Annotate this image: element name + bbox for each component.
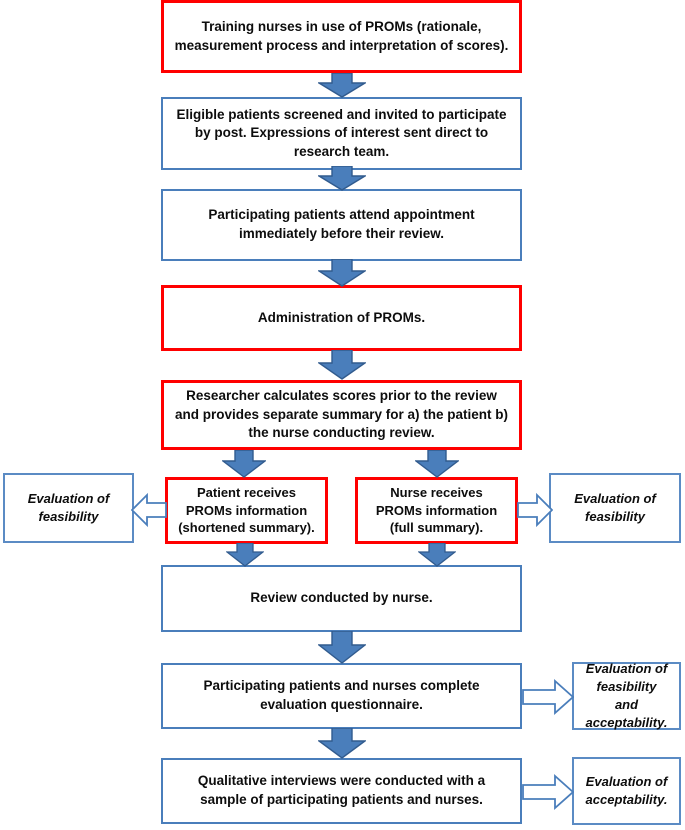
- node-administration-label: Administration of PROMs.: [257, 309, 426, 325]
- connector-hollow-arrow-questionnaire-to-eval: [522, 676, 574, 718]
- connector-arrow-training-to-screening: [318, 73, 366, 98]
- node-interviews-label: Qualitative interviews were conducted wi…: [197, 773, 486, 807]
- node-training[interactable]: Training nurses in use of PROMs (rationa…: [161, 0, 522, 73]
- node-questionnaire-label: Participating patients and nurses comple…: [203, 678, 480, 712]
- eval-acceptability[interactable]: Evaluation of acceptability.: [572, 757, 681, 825]
- eval-acceptability-label: Evaluation of acceptability.: [585, 774, 668, 807]
- node-appointment-label: Participating patients attend appointmen…: [208, 207, 475, 241]
- eval-feasibility-acceptability[interactable]: Evaluation of feasibility and acceptabil…: [572, 661, 681, 730]
- node-screening[interactable]: Eligible patients screened and invited t…: [161, 97, 522, 170]
- connector-hollow-arrow-interviews-to-eval: [522, 771, 574, 813]
- connector-hollow-arrow-patient-to-eval-left: [131, 490, 167, 530]
- node-administration[interactable]: Administration of PROMs.: [161, 285, 522, 351]
- node-review[interactable]: Review conducted by nurse.: [161, 565, 522, 632]
- node-patient-receives-label: Patient receives PROMs information (shor…: [178, 484, 315, 536]
- connector-arrow-appointment-to-administration: [318, 259, 366, 287]
- eval-feasibility-acceptability-label: Evaluation of feasibility and acceptabil…: [585, 661, 668, 730]
- connector-hollow-arrow-nurse-to-eval-right: [517, 490, 553, 530]
- connector-arrow-administration-to-researcher: [318, 350, 366, 380]
- connector-arrow-researcher-to-patient: [222, 450, 266, 478]
- node-interviews[interactable]: Qualitative interviews were conducted wi…: [161, 758, 522, 824]
- connector-arrow-patient-to-review: [226, 543, 264, 567]
- node-researcher-scores-label: Researcher calculates scores prior to th…: [174, 388, 509, 441]
- connector-arrow-screening-to-appointment: [318, 166, 366, 191]
- eval-feasibility-left[interactable]: Evaluation of feasibility: [3, 473, 134, 543]
- node-screening-label: Eligible patients screened and invited t…: [176, 106, 507, 159]
- connector-arrow-review-to-questionnaire: [318, 631, 366, 664]
- node-patient-receives[interactable]: Patient receives PROMs information (shor…: [165, 477, 328, 544]
- node-nurse-receives-label: Nurse receives PROMs information (full s…: [375, 484, 498, 536]
- connector-arrow-researcher-to-nurse: [415, 450, 459, 478]
- eval-feasibility-left-label: Evaluation of feasibility: [27, 491, 110, 524]
- eval-feasibility-right-label: Evaluation of feasibility: [574, 491, 656, 524]
- node-researcher-scores[interactable]: Researcher calculates scores prior to th…: [161, 380, 522, 450]
- node-questionnaire[interactable]: Participating patients and nurses comple…: [161, 663, 522, 729]
- connector-arrow-questionnaire-to-interviews: [318, 728, 366, 759]
- eval-feasibility-right[interactable]: Evaluation of feasibility: [549, 473, 681, 543]
- node-training-label: Training nurses in use of PROMs (rationa…: [174, 18, 509, 53]
- node-review-label: Review conducted by nurse.: [250, 590, 433, 606]
- node-appointment[interactable]: Participating patients attend appointmen…: [161, 189, 522, 261]
- node-nurse-receives[interactable]: Nurse receives PROMs information (full s…: [355, 477, 518, 544]
- connector-arrow-nurse-to-review: [418, 543, 456, 567]
